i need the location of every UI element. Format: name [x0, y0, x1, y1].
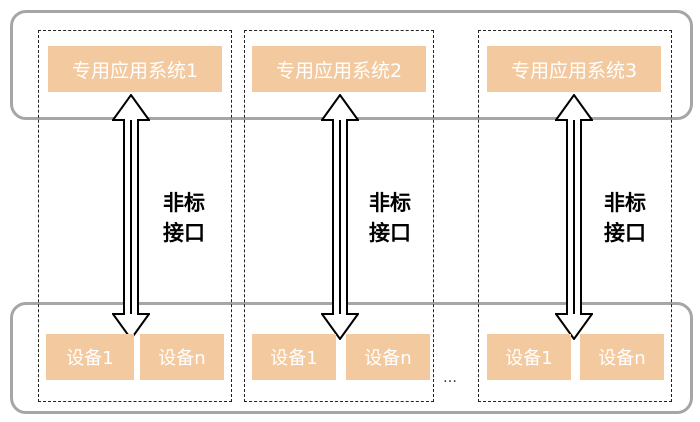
device-n-column-2: 设备n [346, 334, 430, 380]
silo-column-2 [244, 30, 434, 402]
interface-label-3-line2: 接口 [604, 221, 646, 245]
interface-label-1-line1: 非标 [163, 191, 205, 215]
interface-label-3: 非标 接口 [601, 188, 649, 248]
device-layer-frame [10, 302, 693, 414]
device-n-column-3: 设备n [580, 334, 664, 380]
double-arrow-2 [321, 94, 359, 340]
device-1-column-2: 设备1 [252, 334, 336, 380]
device-1-column-3: 设备1 [487, 334, 571, 380]
device-1-column-1: 设备1 [46, 334, 134, 380]
device-n-column-1: 设备n [140, 334, 224, 380]
interface-label-1-line2: 接口 [163, 221, 205, 245]
application-system-3: 专用应用系统3 [487, 46, 661, 92]
ellipsis: … [443, 370, 458, 386]
interface-label-2: 非标 接口 [366, 188, 414, 248]
interface-label-2-line2: 接口 [369, 221, 411, 245]
interface-label-3-line1: 非标 [604, 191, 646, 215]
application-system-2: 专用应用系统2 [252, 46, 426, 92]
silo-column-3 [478, 30, 672, 402]
interface-label-2-line1: 非标 [369, 191, 411, 215]
interface-label-1: 非标 接口 [160, 188, 208, 248]
double-arrow-1 [112, 94, 150, 340]
double-arrow-3 [555, 94, 593, 340]
silo-column-1 [38, 30, 232, 402]
application-system-1: 专用应用系统1 [48, 46, 222, 92]
